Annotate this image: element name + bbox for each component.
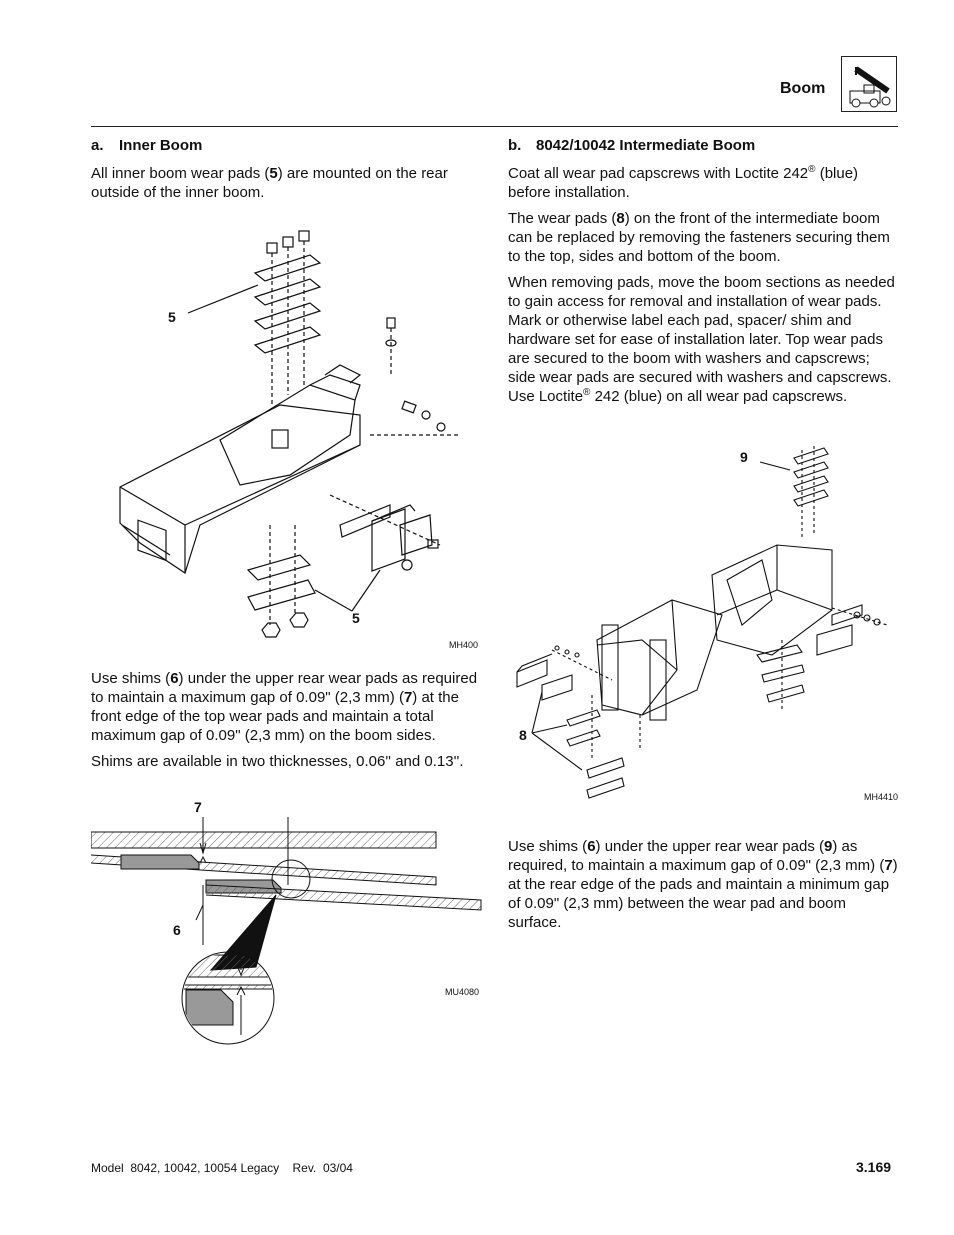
header-rule (91, 126, 898, 127)
right-column: b. 8042/10042 Intermediate Boom Coat all … (508, 136, 900, 413)
figure-code-mu4080: MU4080 (445, 987, 480, 997)
figure-code-mh4410: MH4410 (864, 792, 899, 802)
footer-model: Model 8042, 10042, 10054 Legacy Rev. 03/… (91, 1161, 353, 1175)
intermediate-boom-figure (512, 440, 902, 810)
left-heading-label: a. (91, 137, 104, 154)
left-lower-text: Use shims (6) under the upper rear wear … (91, 669, 481, 778)
left-heading: a. Inner Boom (91, 136, 481, 155)
left-column: a. Inner Boom All inner boom wear pads (5… (91, 136, 481, 209)
callout-5-top: 5 (168, 309, 176, 325)
left-para-1: All inner boom wear pads (5) are mounted… (91, 165, 448, 201)
section-title: Boom (780, 80, 826, 97)
callout-5-bottom: 5 (352, 610, 360, 626)
boom-section-icon (841, 56, 897, 112)
callout-6: 6 (173, 922, 181, 938)
right-heading: b. 8042/10042 Intermediate Boom (508, 136, 900, 155)
callout-8: 8 (519, 727, 527, 743)
figure-code-mh400: MH400 (449, 640, 479, 650)
right-para-1: Coat all wear pad capscrews with Loctite… (508, 164, 859, 202)
left-para-2: Use shims (6) under the upper rear wear … (91, 670, 478, 744)
inner-boom-figure (110, 225, 485, 655)
callout-9: 9 (740, 449, 748, 465)
shim-gap-figure (90, 795, 483, 1045)
callout-7: 7 (194, 799, 202, 815)
right-para-3: When removing pads, move the boom sectio… (508, 274, 895, 405)
right-lower-text: Use shims (6) under the upper rear wear … (508, 837, 900, 939)
right-heading-text: 8042/10042 Intermediate Boom (536, 137, 756, 154)
right-para-4: Use shims (6) under the upper rear wear … (508, 838, 898, 931)
right-para-2: The wear pads (8) on the front of the in… (508, 210, 890, 265)
left-para-3: Shims are available in two thicknesses, … (91, 753, 464, 770)
left-heading-text: Inner Boom (119, 137, 203, 154)
page-number: 3.169 (856, 1159, 892, 1175)
right-heading-label: b. (508, 137, 522, 154)
